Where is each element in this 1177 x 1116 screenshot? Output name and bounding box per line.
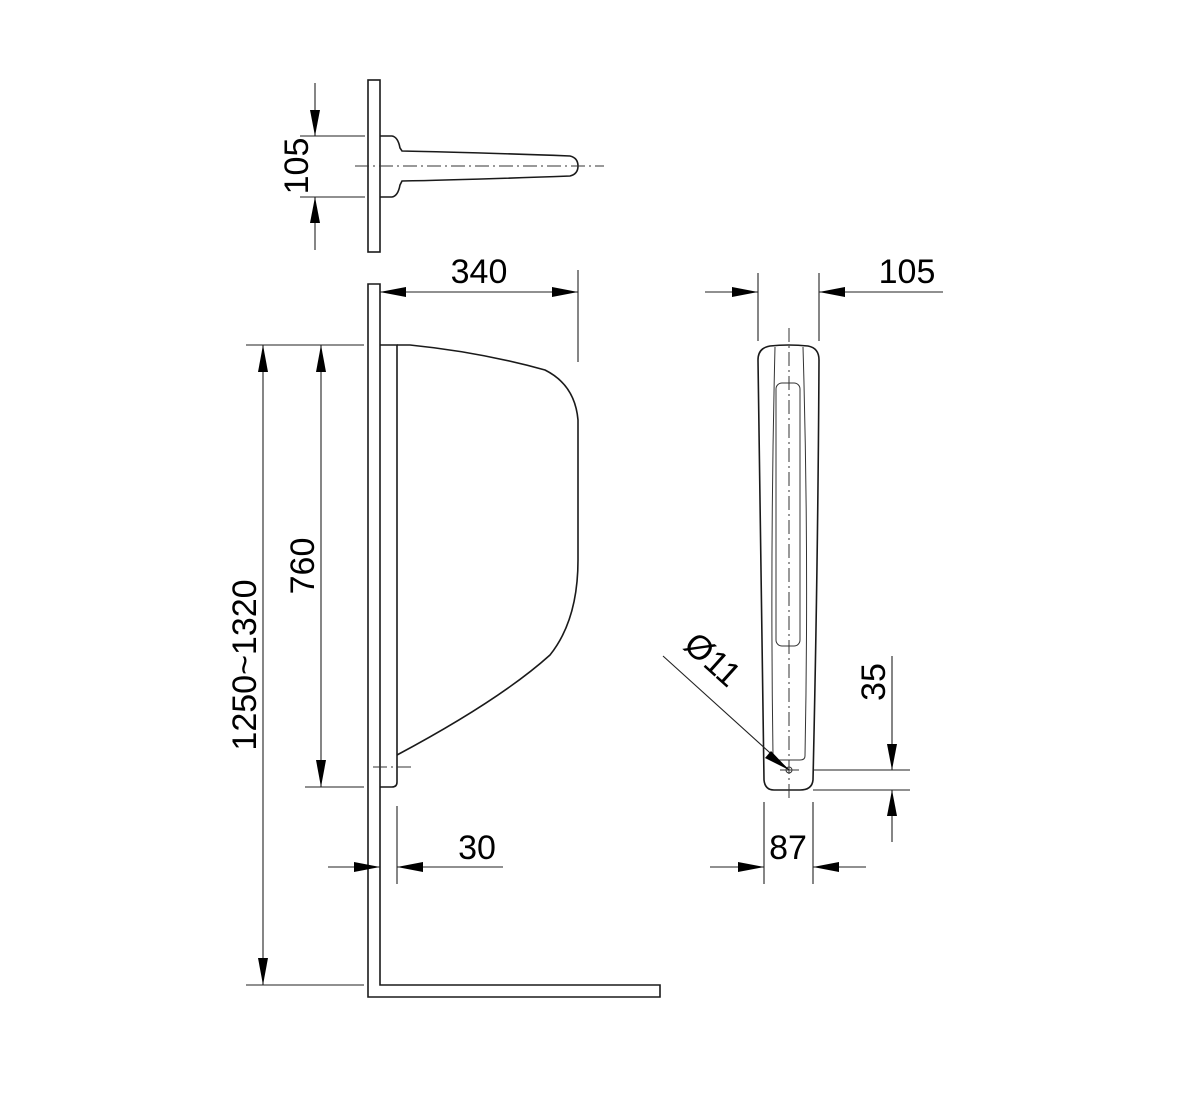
dim-projection: 340	[451, 253, 508, 291]
dim-front-width-bottom: 87	[769, 829, 807, 867]
dim-outlet-height: 35	[855, 663, 893, 701]
dim-mounting-height: 1250~1320	[226, 579, 264, 750]
dim-outlet-diameter: Ø11	[677, 625, 748, 695]
front-view: 105 Ø11 35 87	[662, 253, 943, 884]
dim-top-width: 105	[278, 138, 316, 195]
dim-wall-gap: 30	[458, 829, 496, 867]
top-view: 105	[278, 79, 604, 253]
side-view: 340 1250~1320 760 30	[226, 253, 661, 998]
dim-body-height: 760	[284, 538, 322, 595]
dim-front-width-top: 105	[879, 253, 936, 291]
